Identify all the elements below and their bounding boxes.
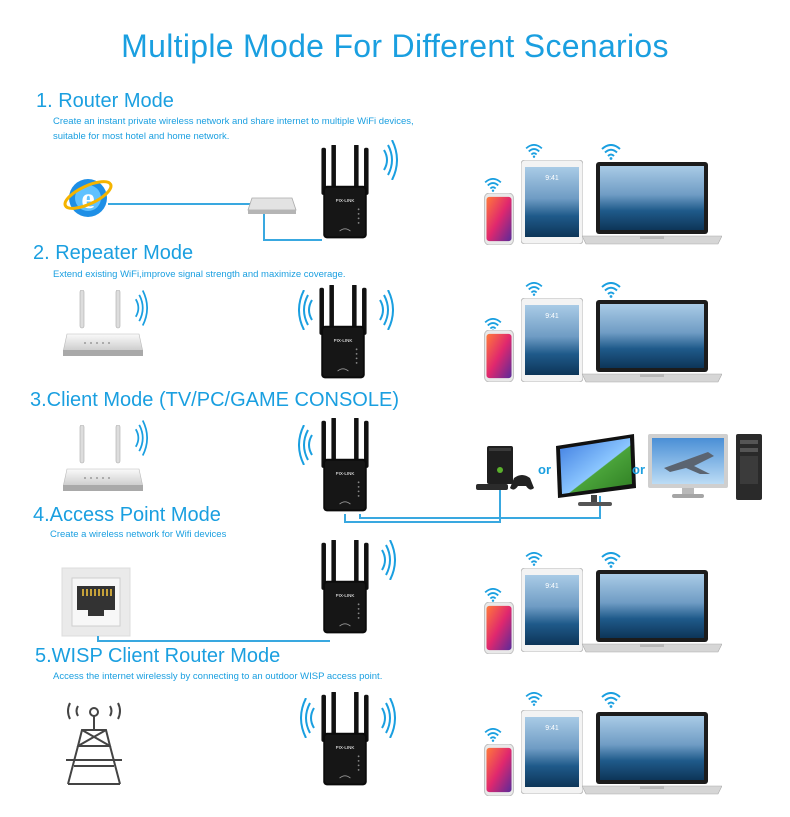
tablet-icon <box>521 710 583 794</box>
wifi-waves-icon <box>381 540 396 580</box>
or-label: or <box>538 462 551 477</box>
wifi-waves-icon <box>134 290 148 326</box>
smartphone-icon <box>484 330 514 382</box>
wifi-repeater-icon <box>320 540 370 634</box>
wifi-repeater-icon <box>320 145 370 239</box>
connection-line <box>97 636 330 642</box>
laptop-icon <box>582 162 722 245</box>
wisp-tower-icon <box>66 702 122 785</box>
repeater-mode-desc: Extend existing WiFi,improve signal stre… <box>53 269 346 280</box>
connection-line <box>344 490 501 523</box>
smartphone-icon <box>484 744 514 796</box>
wifi-signal-icon <box>525 282 543 296</box>
wifi-signal-icon <box>484 178 502 192</box>
game-console-icon <box>476 446 534 490</box>
router-mode-title: 1. Router Mode <box>36 90 174 112</box>
smartphone-icon <box>484 193 514 245</box>
laptop-icon <box>582 570 722 653</box>
tablet-icon <box>521 160 583 244</box>
wifi-waves-icon <box>300 698 315 738</box>
wifi-signal-icon <box>600 552 622 568</box>
wifi-waves-icon <box>298 290 313 330</box>
laptop-icon <box>582 712 722 795</box>
page-title: Multiple Mode For Different Scenarios <box>121 28 669 64</box>
wifi-signal-icon <box>600 692 622 708</box>
router-mode-desc-line1: Create an instant private wireless netwo… <box>53 116 414 127</box>
wifi-router-icon <box>63 290 143 357</box>
wifi-waves-icon <box>134 420 148 456</box>
wifi-repeater-icon <box>320 418 370 512</box>
wifi-signal-icon <box>484 318 502 332</box>
wifi-waves-icon <box>298 425 313 465</box>
or-label: or <box>632 462 645 477</box>
laptop-icon <box>582 300 722 383</box>
tv-monitor-icon <box>556 434 636 506</box>
wifi-signal-icon <box>600 282 622 298</box>
internet-explorer-icon: e <box>63 179 113 217</box>
connection-line <box>359 496 601 519</box>
wifi-repeater-icon <box>320 692 370 786</box>
tablet-icon <box>521 298 583 382</box>
router-mode-desc-line2: suitable for most hotel and home network… <box>53 131 230 142</box>
wisp-mode-title: 5.WISP Client Router Mode <box>35 645 281 667</box>
wifi-signal-icon <box>484 728 502 742</box>
repeater-mode-title: 2. Repeater Mode <box>33 242 194 264</box>
wifi-waves-icon <box>383 140 398 180</box>
wifi-signal-icon <box>600 144 622 160</box>
wifi-signal-icon <box>525 552 543 566</box>
wifi-router-icon <box>63 425 143 492</box>
client-mode-title: 3.Client Mode (TV/PC/GAME CONSOLE) <box>30 389 399 411</box>
smartphone-icon <box>484 602 514 654</box>
wifi-waves-icon <box>381 698 396 738</box>
access-point-mode-title: 4.Access Point Mode <box>33 504 221 526</box>
desktop-pc-icon <box>648 434 762 500</box>
tablet-icon <box>521 568 583 652</box>
access-point-mode-desc: Create a wireless network for Wifi devic… <box>50 529 227 540</box>
network-switch-icon <box>247 197 297 214</box>
wifi-signal-icon <box>525 692 543 706</box>
wifi-signal-icon <box>484 588 502 602</box>
wifi-signal-icon <box>525 144 543 158</box>
wifi-waves-icon <box>379 290 394 330</box>
ethernet-port-icon <box>61 567 131 637</box>
wisp-mode-desc: Access the internet wirelessly by connec… <box>53 671 383 682</box>
connection-line <box>263 214 322 241</box>
wifi-repeater-icon <box>318 285 368 379</box>
